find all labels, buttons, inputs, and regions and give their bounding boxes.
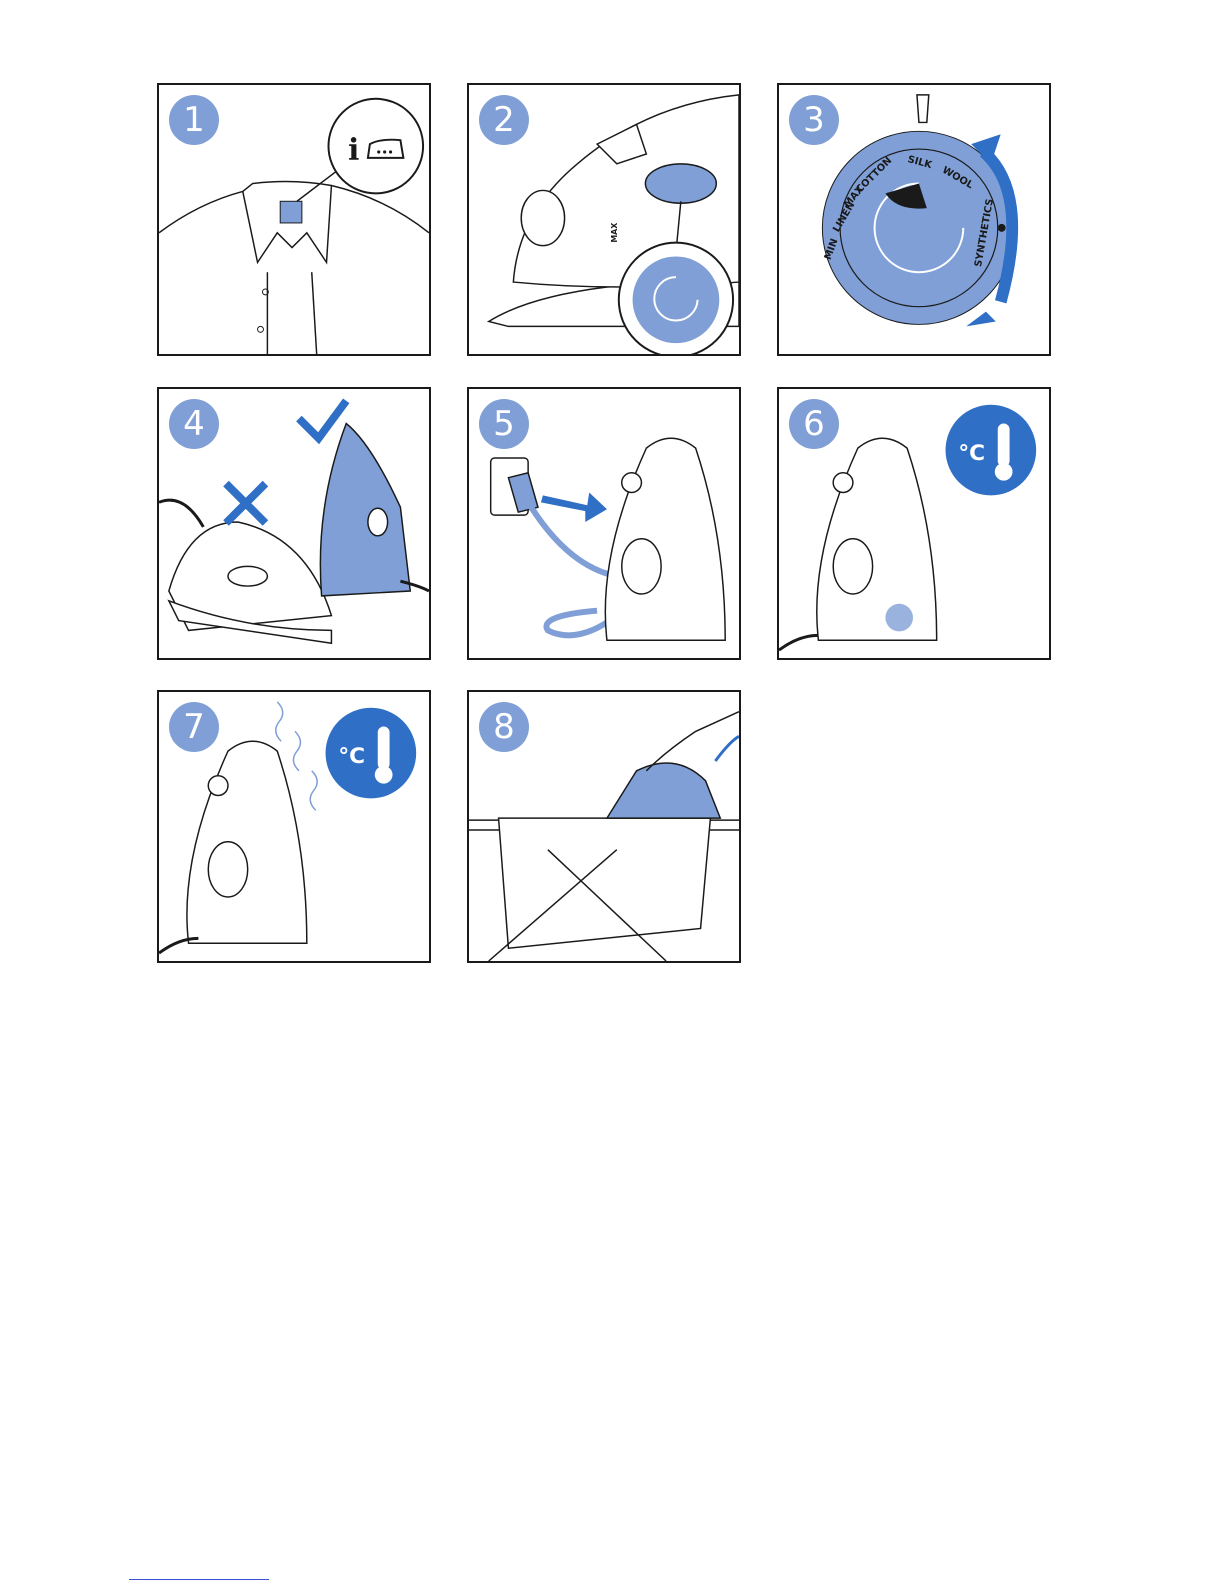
step-number-badge: 1 bbox=[169, 95, 219, 145]
step-number-badge: 3 bbox=[789, 95, 839, 145]
step-3-panel: MIN LINEN COTTON MAX SILK WOOL SYNTHETIC… bbox=[777, 83, 1051, 356]
step-1-panel: i 1 bbox=[157, 83, 431, 356]
step-4-panel: 4 bbox=[157, 387, 431, 660]
iron-max-label: MAX bbox=[610, 223, 619, 243]
step-number-badge: 5 bbox=[479, 399, 529, 449]
step-5-panel: 5 bbox=[467, 387, 741, 660]
step-number-badge: 2 bbox=[479, 95, 529, 145]
step-2-panel: MAX 2 bbox=[467, 83, 741, 356]
svg-text:i: i bbox=[348, 132, 359, 167]
step-8-panel: 8 bbox=[467, 690, 741, 963]
step-number-badge: 6 bbox=[789, 399, 839, 449]
step-6-panel: °C 6 bbox=[777, 387, 1051, 660]
thermometer-unit: °C bbox=[958, 441, 985, 466]
footer-rule bbox=[129, 1579, 269, 1580]
step-number-badge: 4 bbox=[169, 399, 219, 449]
step-7-panel: °C 7 bbox=[157, 690, 431, 963]
step-number-badge: 7 bbox=[169, 702, 219, 752]
step-number-badge: 8 bbox=[479, 702, 529, 752]
thermometer-unit: °C bbox=[338, 744, 365, 769]
